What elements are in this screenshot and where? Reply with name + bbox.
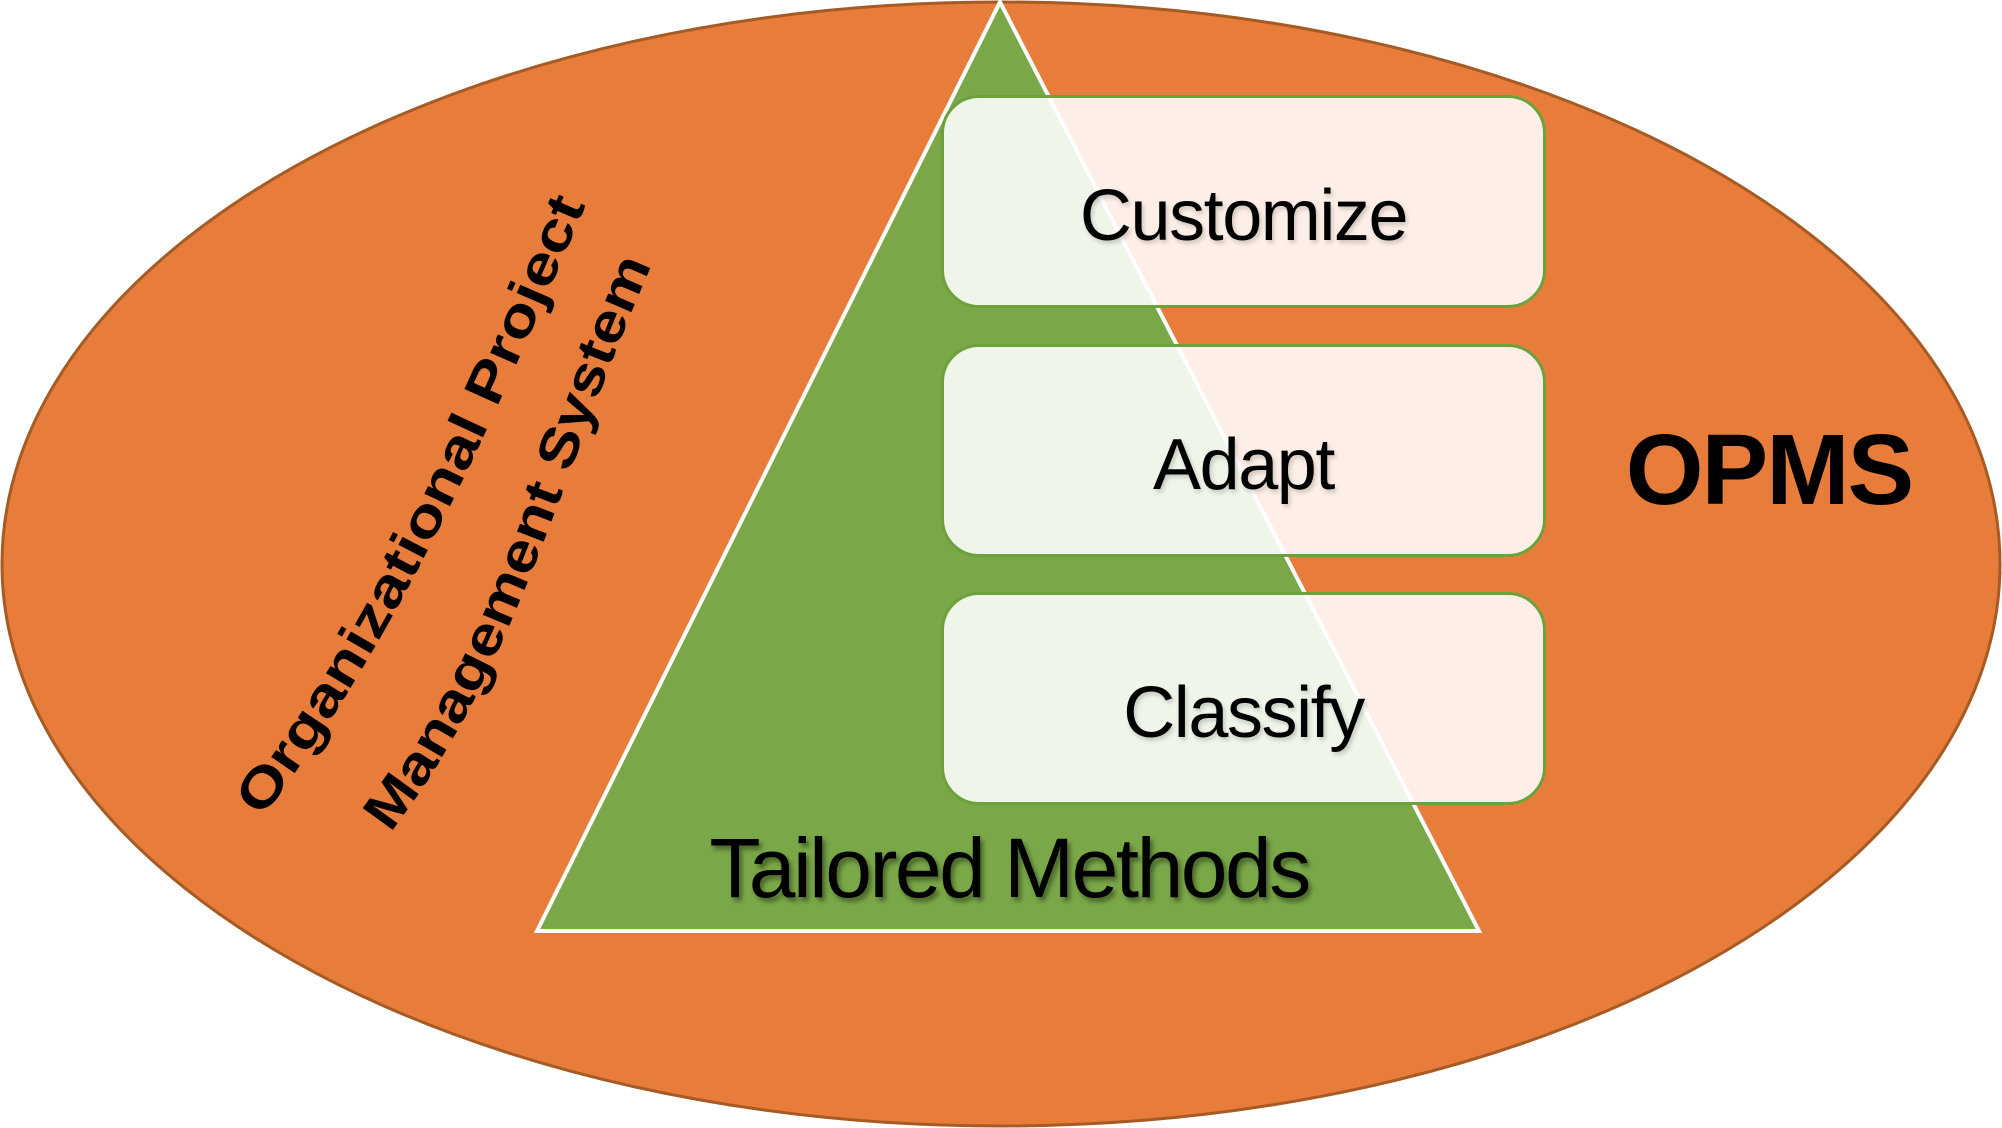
box-adapt: Adapt	[941, 344, 1546, 557]
box-classify: Classify	[941, 592, 1546, 805]
box-adapt-label: Adapt	[1153, 424, 1335, 505]
box-customize: Customize	[941, 95, 1546, 308]
box-classify-label: Classify	[1123, 672, 1365, 753]
triangle-label: Tailored Methods	[709, 821, 1311, 915]
box-customize-label: Customize	[1079, 175, 1409, 256]
opms-acronym: OPMS	[1625, 414, 1914, 526]
